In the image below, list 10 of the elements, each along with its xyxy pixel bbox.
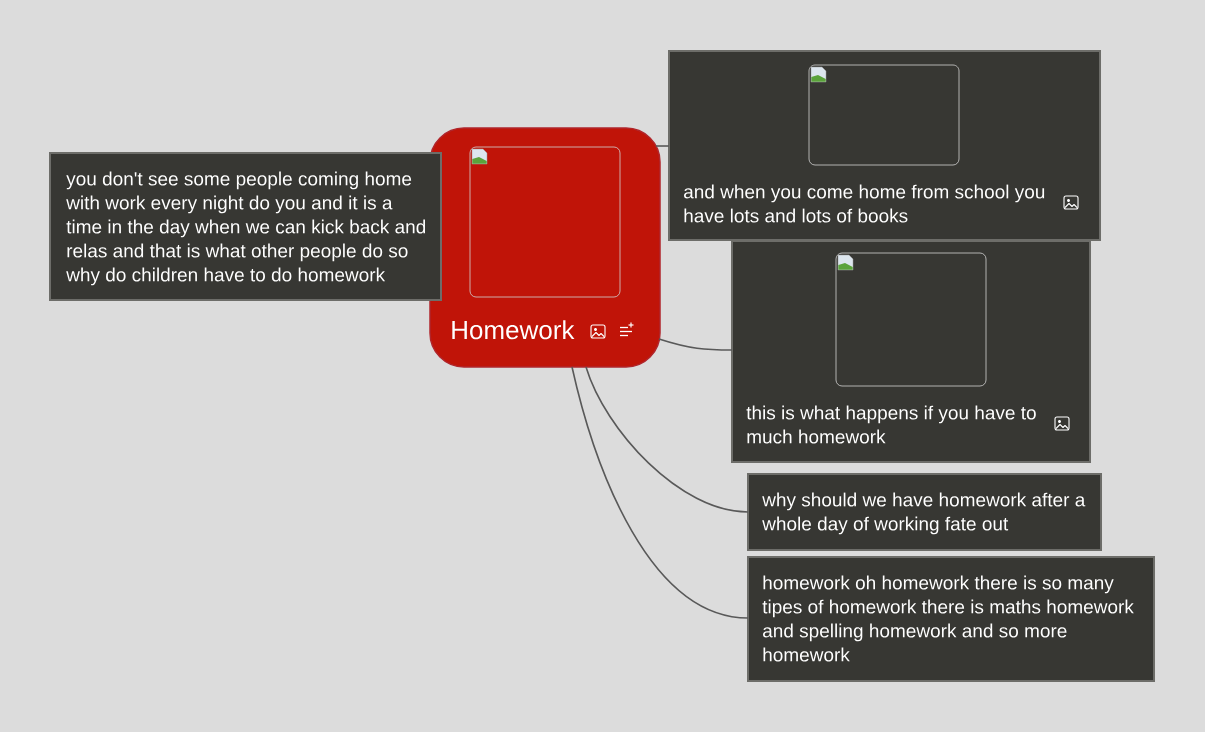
- central-topic-box: Homework: [429, 127, 661, 368]
- topic-box: homework oh homework there is so many tipes of homework there is maths homework and spelling homework and so more homework: [747, 556, 1155, 682]
- topic-box: you don't see some people coming home with work every night do you and it is a time in the day when we can kick back and relas and that is what other people do so why do children have to do homework: [49, 152, 442, 301]
- topic-box: this is what happens if you have to much homework: [731, 240, 1091, 463]
- connector-line: [655, 145, 670, 147]
- topic-box: why should we have homework after a whole day of working fate out: [747, 473, 1102, 551]
- connector-line: [585, 366, 749, 513]
- connector-line: [571, 366, 749, 619]
- connector-line: [658, 338, 733, 351]
- topic-box: and when you come home from school you have lots and lots of books: [668, 50, 1101, 241]
